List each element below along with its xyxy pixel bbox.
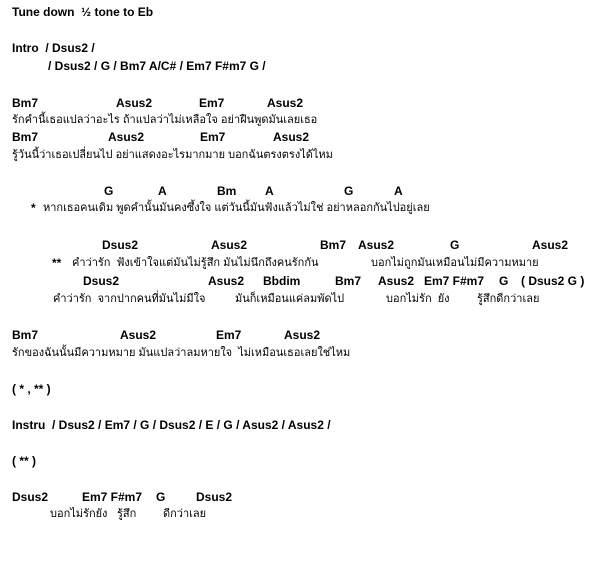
chorus2-chord-line-1: Dsus2 Asus2 Bm7 Asus2 G Asus2 (0, 238, 568, 254)
outro-lyric-3: ดีกว่าเลย (163, 508, 207, 520)
chorus1-chord-line: G A Bm A G A (0, 184, 403, 200)
chorus2-lyric-2a: คำว่ารัก จากปากคนที่มันไม่มีใจ (53, 293, 206, 305)
outro-chord-line: Dsus2 Em7 F#m7 G Dsus2 (0, 490, 232, 506)
repeat-marker-2: ( ** ) (12, 454, 36, 468)
verse1-chord-line-1: Bm7 Asus2 Em7 Asus2 (0, 96, 303, 112)
outro-lyric-1: บอกไม่รักยัง (50, 508, 108, 520)
chord: Asus2 (120, 328, 157, 342)
chorus2-lyric-2b: มันก็เหมือนแค่ลมพัดไป (235, 293, 345, 305)
outro-lyric-2: รู้สึก (117, 508, 137, 520)
chord: A (158, 184, 167, 198)
chorus2-marker: ** (52, 256, 62, 270)
chorus2-chord-line-2: Dsus2 Asus2 Bbdim Bm7 Asus2 Em7 F#m7 G (… (0, 274, 584, 290)
chorus2-lyric-1a: คำว่ารัก ฟังเข้าใจแต่มันไม่รู้สึก มันไม่… (72, 257, 319, 269)
verse1-lyric-line-1: รักคำนี้เธอแปลว่าอะไร ถ้าแปลว่าไม่เหลือใ… (12, 114, 318, 126)
chord: ( Dsus2 G ) (521, 274, 585, 288)
chord: Bm7 (12, 328, 39, 342)
chord: Asus2 (378, 274, 415, 288)
chorus2-lyric-2d: รู้สึกดีกว่าเลย (477, 293, 540, 305)
verse1-chord-line-2: Bm7 Asus2 Em7 Asus2 (0, 130, 309, 146)
chord: Dsus2 (196, 490, 233, 504)
chord: Bm7 (12, 96, 39, 110)
chord: Bm7 (335, 274, 362, 288)
chord: Asus2 (358, 238, 395, 252)
chord: Asus2 (532, 238, 569, 252)
chord: Em7 (216, 328, 242, 342)
chord: Dsus2 (102, 238, 139, 252)
chord: G (344, 184, 354, 198)
chord: Em7 F#m7 (424, 274, 485, 288)
chord: Dsus2 (12, 490, 49, 504)
chord: G (156, 490, 166, 504)
chord: Bm (217, 184, 237, 198)
chord: Asus2 (108, 130, 145, 144)
chord: Bm7 (320, 238, 347, 252)
chord: Asus2 (284, 328, 321, 342)
repeat-marker-1: ( * , ** ) (12, 382, 51, 396)
verse1-lyric-line-2: รู้วันนี้ว่าเธอเปลี่ยนไป อย่าแสดงอะไรมาก… (12, 149, 333, 161)
chord: G (104, 184, 114, 198)
chord: G (450, 238, 460, 252)
chord: Bm7 (12, 130, 39, 144)
chorus1-lyric-line: หากเธอคนเดิม พูดคำนั้นมันคงซึ้งใจ แต่วัน… (43, 202, 430, 214)
intro-progression-line: / Dsus2 / G / Bm7 A/C# / Em7 F#m7 G / (48, 59, 266, 73)
instrumental-line: Instru / Dsus2 / Em7 / G / Dsus2 / E / G… (12, 418, 331, 432)
chorus1-marker: * (31, 201, 36, 215)
chord: A (394, 184, 403, 198)
chorus2-lyric-1b: บอกไม่ถูกมันเหมือนไม่มีความหมาย (371, 257, 539, 269)
chord: Asus2 (211, 238, 248, 252)
chord: Asus2 (267, 96, 304, 110)
chord: Dsus2 (83, 274, 120, 288)
chord: Em7 (199, 96, 225, 110)
intro-label-line: Intro / Dsus2 / (12, 41, 95, 55)
verse2-lyric-line: รักของฉันนั้นมีความหมาย มันแปลว่าลมหายใจ… (12, 347, 351, 359)
chord: Asus2 (116, 96, 153, 110)
chord: Asus2 (273, 130, 310, 144)
chord: G (499, 274, 509, 288)
chorus2-lyric-2c: บอกไม่รัก ยัง (386, 293, 450, 305)
chord: Asus2 (208, 274, 245, 288)
chord: A (265, 184, 274, 198)
chord: Bbdim (263, 274, 301, 288)
chord: Em7 (200, 130, 226, 144)
chord: Em7 F#m7 (82, 490, 143, 504)
song-title: Tune down ½ tone to Eb (12, 5, 154, 19)
verse2-chord-line: Bm7 Asus2 Em7 Asus2 (0, 328, 320, 344)
